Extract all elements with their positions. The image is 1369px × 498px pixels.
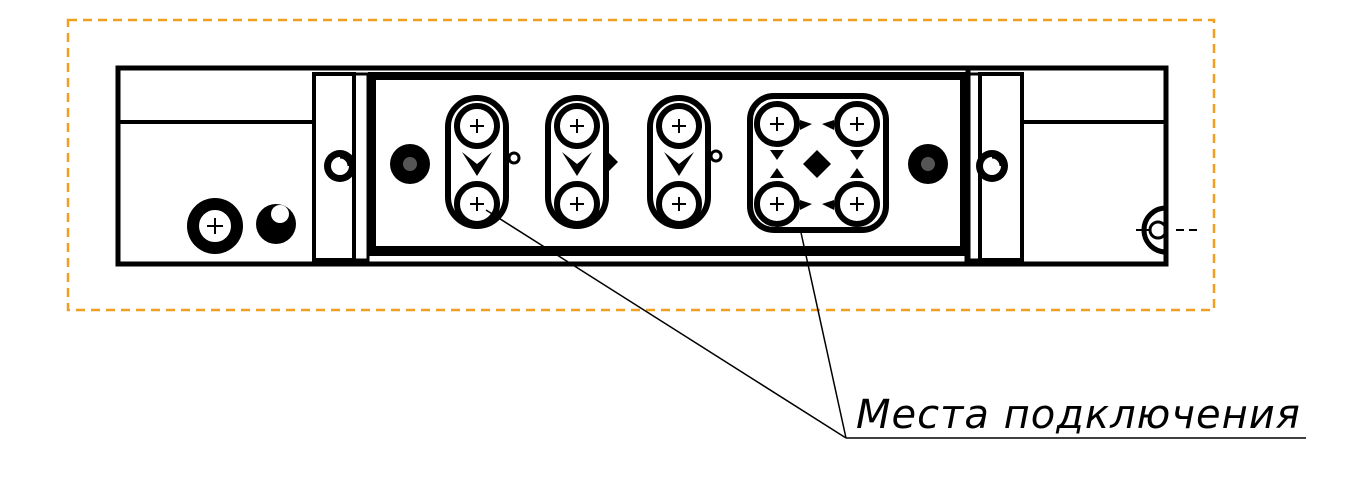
dashed-outline	[66, 18, 1216, 312]
callout-label: Места подключения	[856, 392, 1301, 438]
end-plate-screw-left	[324, 150, 356, 182]
mounting-hole-left-2	[256, 204, 296, 244]
center-window	[368, 72, 968, 256]
callout-leaders	[485, 209, 1306, 439]
terminal-3	[647, 95, 723, 229]
block-right-section	[968, 65, 1169, 267]
terminal-2	[545, 95, 618, 229]
left-end-plate-inner	[352, 72, 370, 262]
mounting-hole-left	[187, 198, 243, 254]
end-plate-screw-right	[976, 150, 1008, 182]
terminal-1	[445, 95, 521, 229]
stud-right	[908, 144, 948, 184]
side-hole-right	[1136, 205, 1200, 255]
stud-left	[390, 144, 430, 184]
terminal-4-quad	[747, 93, 889, 233]
